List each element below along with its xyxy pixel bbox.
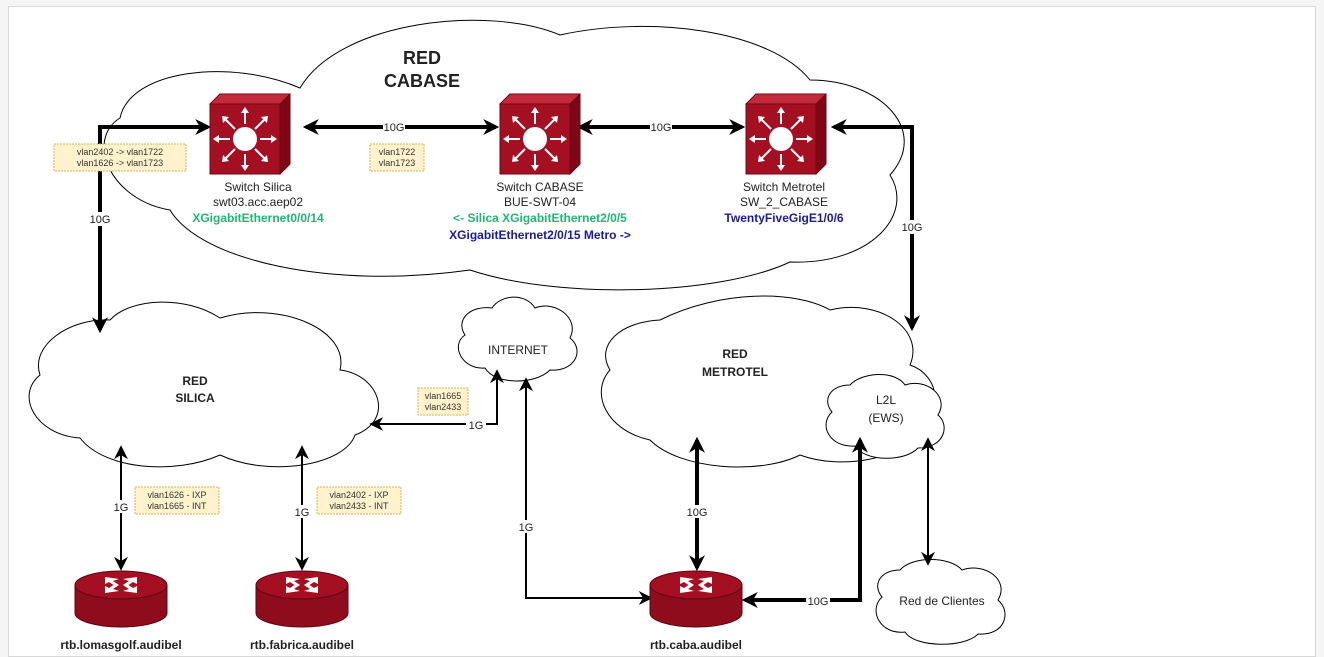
svg-text:vlan2402 - IXP: vlan2402 - IXP — [329, 490, 388, 500]
svg-text:vlan2402 -> vlan1722: vlan2402 -> vlan1722 — [77, 147, 163, 157]
switch-metrotel-host: SW_2_CABASE — [740, 195, 828, 209]
router-caba-icon — [649, 570, 743, 628]
metrotel-title-line2: METROTEL — [702, 365, 768, 379]
internet-label: INTERNET — [488, 343, 549, 357]
switch-silica-port: XGigabitEthernet0/0/14 — [192, 211, 324, 225]
metrotel-title-line1: RED — [722, 347, 748, 361]
svg-text:vlan2433 - INT: vlan2433 - INT — [329, 501, 389, 511]
switch-cabase-icon — [499, 93, 581, 175]
label-link-cabase-metrotel: 10G — [651, 122, 672, 134]
note-cabase-vlans: vlan1722 vlan1723 — [369, 143, 425, 172]
link-silica-switch-red — [92, 119, 212, 334]
internet-cloud — [457, 296, 578, 382]
silica-title-line2: SILICA — [175, 391, 215, 405]
svg-text:vlan2433: vlan2433 — [425, 402, 462, 412]
switch-cabase-port-silica: <- Silica XGigabitEthernet2/0/5 — [453, 211, 627, 225]
switch-cabase-host: BUE-SWT-04 — [504, 195, 576, 209]
svg-text:vlan1665 - INT: vlan1665 - INT — [147, 501, 207, 511]
link-internet-silica — [369, 369, 504, 431]
router-caba-label: rtb.caba.audibel — [650, 638, 742, 652]
switch-metrotel-port: TwentyFiveGigE1/0/6 — [724, 211, 843, 225]
clientes-label: Red de Clientes — [899, 594, 984, 608]
link-metrotel-switch-red — [830, 119, 920, 332]
note-lomasgolf-vlans: vlan1626 - IXP vlan1665 - INT — [134, 486, 220, 515]
switch-silica-name: Switch Silica — [224, 180, 292, 194]
cabase-title-line1: RED — [403, 48, 441, 68]
svg-text:vlan1723: vlan1723 — [379, 158, 416, 168]
label-link-caba-l2l: 10G — [808, 596, 829, 608]
l2l-label-line2: (EWS) — [868, 411, 903, 425]
note-internet-vlans: vlan1665 vlan2433 — [417, 387, 469, 416]
silica-title-line1: RED — [182, 374, 208, 388]
switch-cabase-name: Switch CABASE — [496, 180, 583, 194]
l2l-label-line1: L2L — [876, 393, 896, 407]
label-link-metrotel-caba: 10G — [687, 507, 708, 519]
switch-cabase-port-metro: XGigabitEthernet2/0/15 Metro -> — [449, 228, 631, 242]
note-fabrica-vlans: vlan2402 - IXP vlan2433 - INT — [316, 486, 402, 515]
switch-metrotel-name: Switch Metrotel — [743, 180, 825, 194]
router-lomasgolf-label: rtb.lomasgolf.audibel — [60, 638, 181, 652]
label-link-internet-silica: 1G — [469, 420, 484, 432]
clientes-cloud — [875, 559, 1006, 645]
svg-text:vlan1626 -> vlan1723: vlan1626 -> vlan1723 — [77, 158, 163, 168]
switch-silica-icon — [209, 93, 291, 175]
switch-metrotel-icon — [745, 93, 827, 175]
switch-silica-host: swt03.acc.aep02 — [213, 195, 303, 209]
link-caba-l2l — [741, 436, 868, 608]
note-vlan-map: vlan2402 -> vlan1722 vlan1626 -> vlan172… — [53, 143, 187, 172]
label-link-silica-fabrica: 1G — [295, 507, 310, 519]
router-fabrica-icon — [255, 570, 349, 628]
router-fabrica-label: rtb.fabrica.audibel — [250, 638, 354, 652]
cabase-title-line2: CABASE — [384, 71, 460, 91]
svg-text:vlan1665: vlan1665 — [425, 391, 462, 401]
label-link-metrotel-switch-red: 10G — [902, 222, 923, 234]
label-link-silica-cabase: 10G — [384, 122, 405, 134]
svg-text:vlan1626 - IXP: vlan1626 - IXP — [147, 490, 206, 500]
label-link-silica-lomasgolf: 1G — [114, 502, 129, 514]
svg-text:vlan1722: vlan1722 — [379, 147, 416, 157]
label-link-internet-caba: 1G — [519, 522, 534, 534]
router-lomasgolf-icon — [74, 570, 168, 628]
link-internet-caba — [519, 377, 653, 605]
silica-cloud — [28, 301, 380, 468]
label-link-silica-switch-red: 10G — [90, 214, 111, 226]
